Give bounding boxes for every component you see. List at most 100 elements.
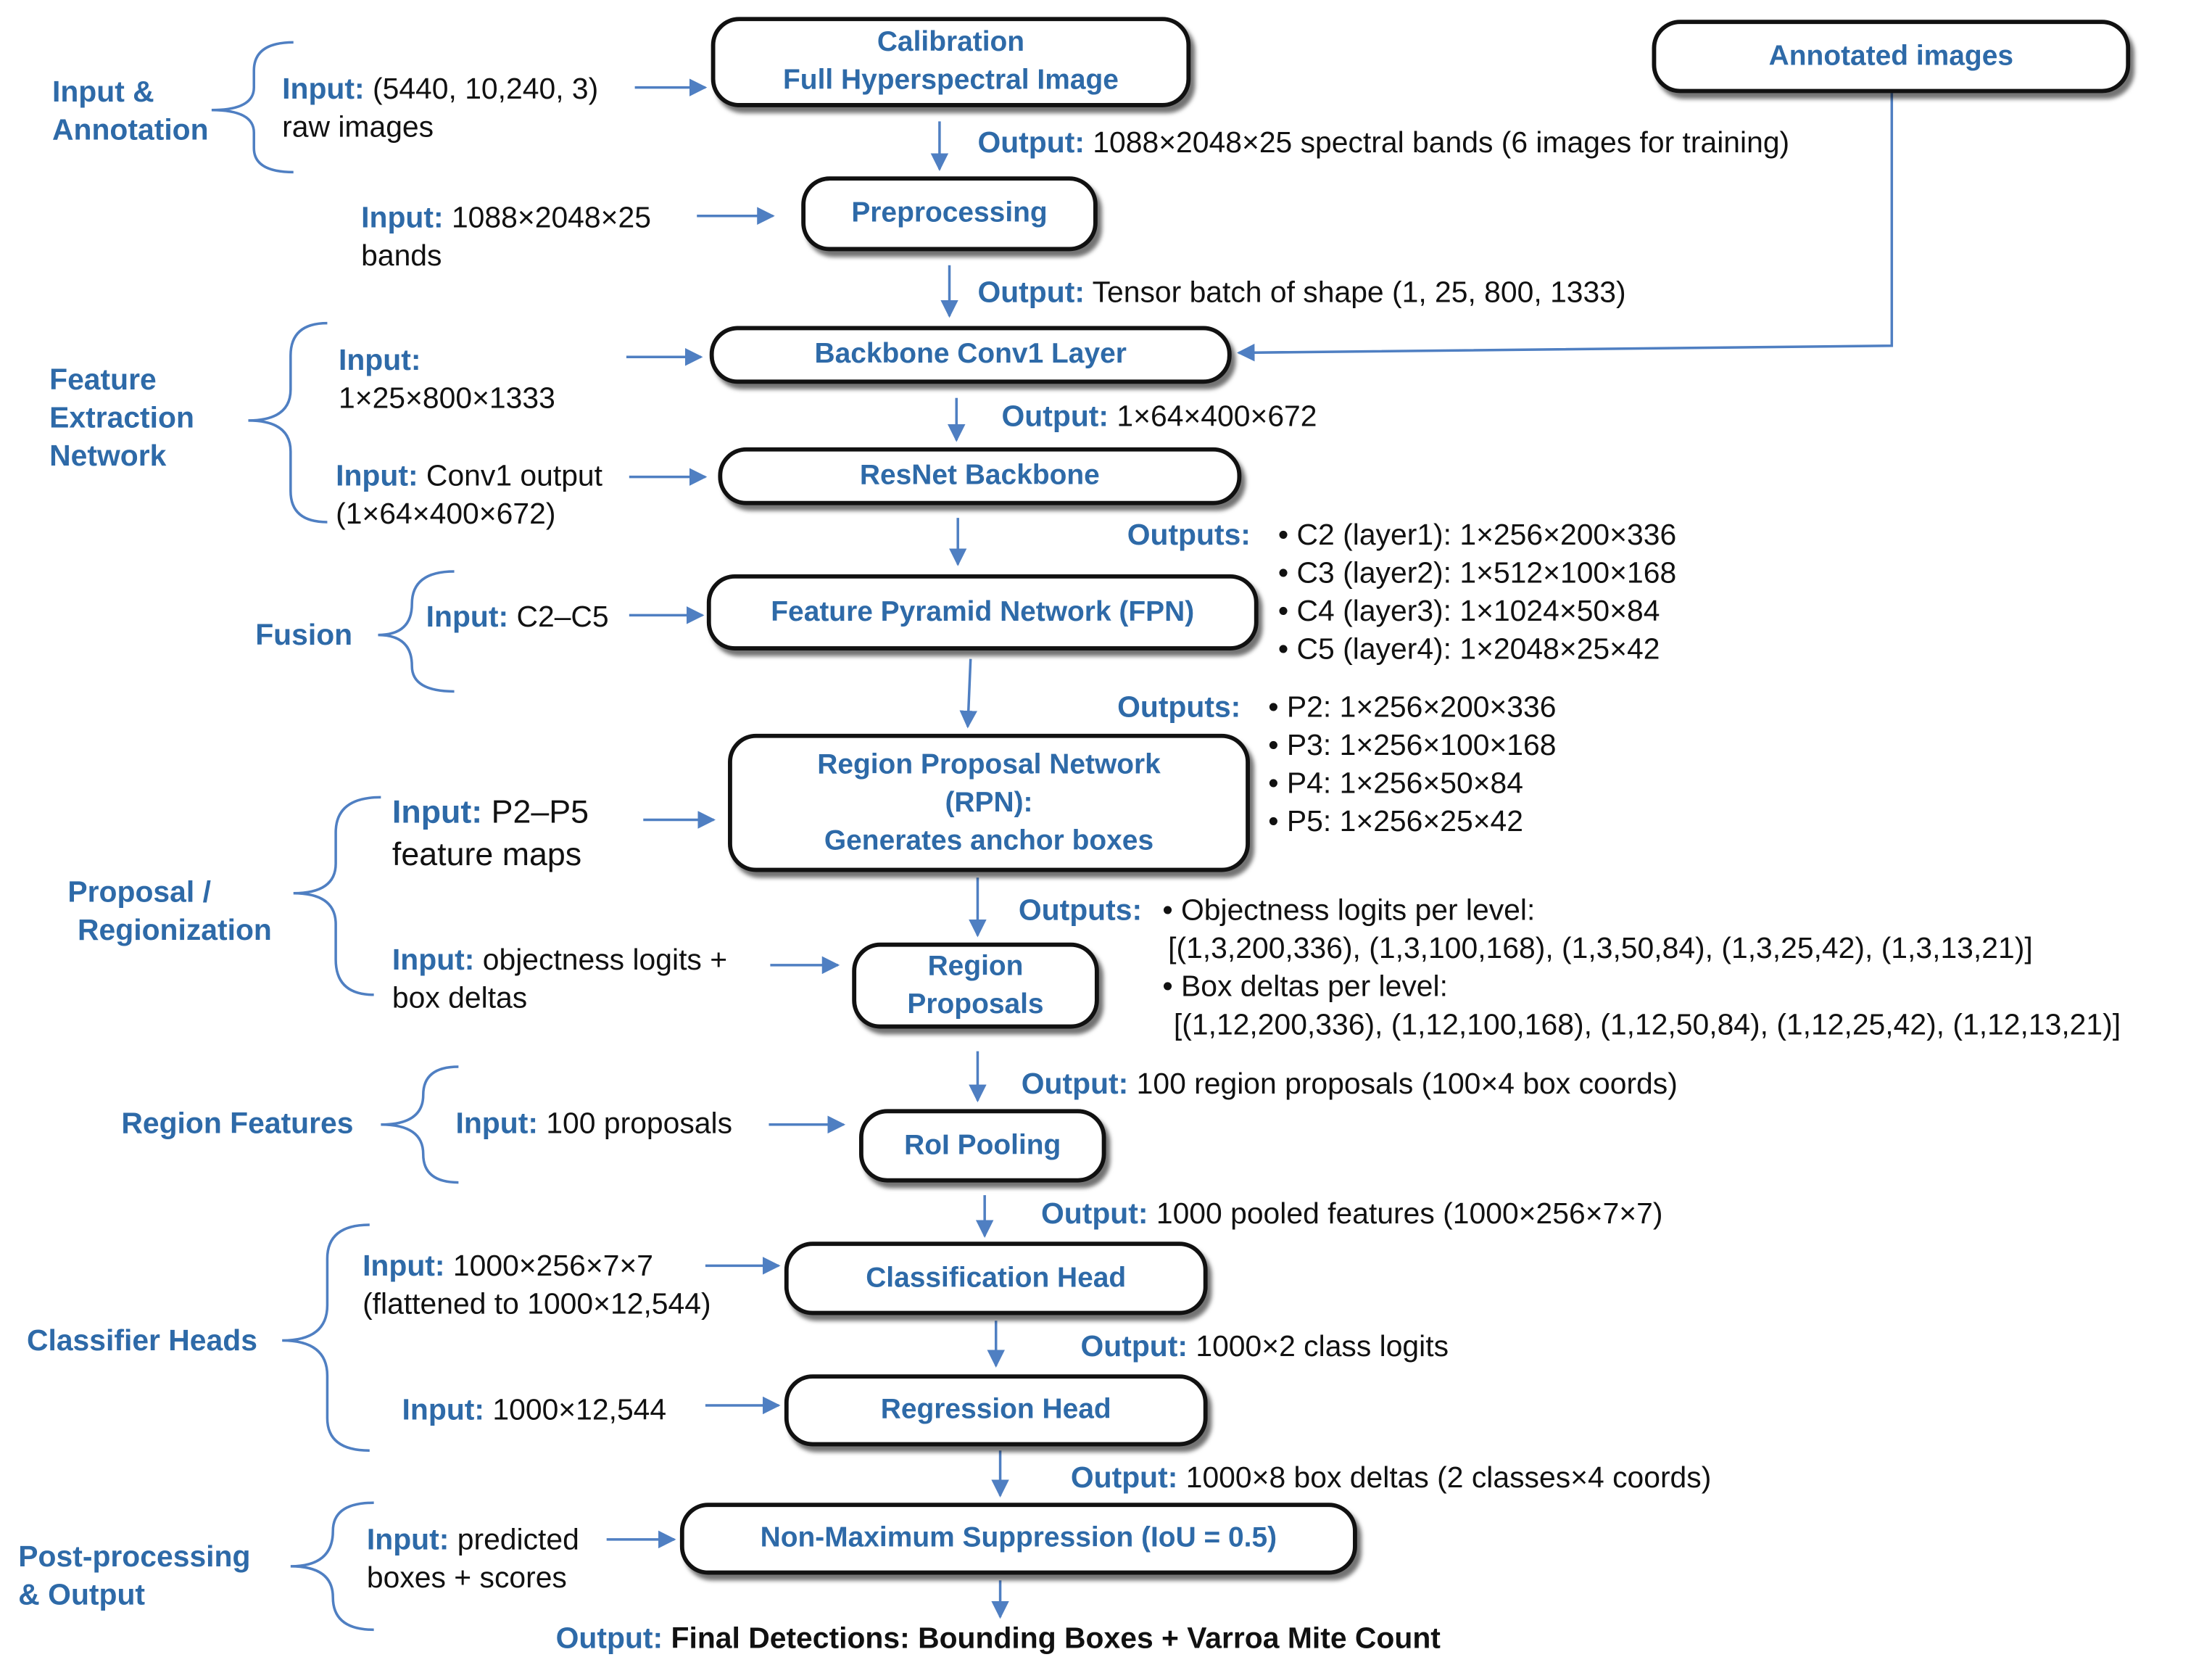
output-classification-value: 1000×2 class logits — [1196, 1330, 1449, 1363]
arrow-annotated-to-conv1 — [1236, 93, 1894, 362]
regression-head-box: Regression Head — [784, 1374, 1208, 1447]
input-preprocessing-value: 1088×2048×25 — [451, 202, 651, 235]
output-keyword: Output: — [977, 276, 1085, 310]
stage-classifier-heads-label: Classifier Heads — [26, 1325, 257, 1358]
input-nms: Input: predicted boxes + scores — [367, 1521, 579, 1598]
bracket-proposal — [293, 796, 381, 996]
output-roi-value: 1000 pooled features (1000×256×7×7) — [1156, 1197, 1663, 1231]
classification-head-label: Classification Head — [866, 1262, 1127, 1294]
output-c3: • C3 (layer2): 1×512×100×168 — [1277, 557, 1677, 590]
backbone-conv1-label: Backbone Conv1 Layer — [814, 338, 1127, 370]
input-keyword: Input: — [426, 600, 509, 634]
outputs-resnet-keyword: Outputs: — [1127, 516, 1251, 555]
regression-head-label: Regression Head — [880, 1394, 1111, 1426]
output-final-value: Final Detections: Bounding Boxes + Varro… — [671, 1622, 1441, 1656]
outputs-keyword: Outputs: — [1018, 894, 1143, 927]
input-rpn-line-2: feature maps — [392, 835, 582, 872]
input-classification-value: 1000×256×7×7 — [452, 1249, 654, 1283]
fpn-label: Feature Pyramid Network (FPN) — [771, 596, 1195, 627]
input-keyword: Input: — [361, 202, 444, 235]
stage-input-annotation-line-2: Annotation — [51, 114, 209, 147]
rpn-label-line-1: Region Proposal Network — [817, 748, 1161, 780]
classification-head-box: Classification Head — [784, 1241, 1208, 1315]
backbone-conv1-box: Backbone Conv1 Layer — [709, 326, 1232, 384]
input-keyword: Input: — [363, 1249, 445, 1283]
input-regression-value: 1000×12,544 — [492, 1394, 667, 1427]
stage-feature-extraction-line-3: Network — [49, 440, 167, 473]
output-final: Output: Final Detections: Bounding Boxes… — [556, 1620, 1441, 1658]
region-proposals-box: Region Proposals — [852, 942, 1099, 1029]
output-box-deltas-heading: • Box deltas per level: — [1162, 970, 1448, 1004]
output-p5: • P5: 1×256×25×42 — [1268, 806, 1524, 838]
input-keyword: Input: — [392, 793, 483, 830]
input-region-proposals-line-2: box deltas — [392, 982, 528, 1015]
input-conv1: Input: 1×25×800×1333 — [339, 342, 555, 418]
calibration-box-line-2: Full Hyperspectral Image — [783, 65, 1119, 96]
stage-region-features: Region Features — [121, 1105, 353, 1144]
input-calibration: Input: (5440, 10,240, 3) raw images — [282, 70, 598, 146]
output-conv1-value: 1×64×400×672 — [1117, 400, 1317, 434]
preprocessing-label: Preprocessing — [851, 197, 1048, 229]
bracket-input-annotation — [211, 41, 294, 174]
input-preprocessing-line-2: bands — [361, 239, 442, 273]
resnet-backbone-box: ResNet Backbone — [718, 447, 1242, 505]
calibration-box-line-1: Calibration — [877, 26, 1025, 58]
input-keyword: Input: — [392, 943, 475, 977]
output-keyword: Output: — [1001, 400, 1109, 434]
annotated-images-box: Annotated images — [1652, 20, 2131, 94]
input-conv1-line-2: 1×25×800×1333 — [338, 382, 555, 416]
input-resnet-value: Conv1 output — [426, 460, 603, 493]
nms-label: Non-Maximum Suppression (IoU = 0.5) — [760, 1522, 1277, 1554]
input-roi: Input: 100 proposals — [455, 1105, 732, 1144]
stage-fusion: Fusion — [255, 616, 352, 655]
output-keyword: Output: — [1021, 1067, 1129, 1101]
outputs-keyword: Outputs: — [1127, 519, 1251, 552]
input-classification: Input: 1000×256×7×7 (flattened to 1000×1… — [363, 1247, 711, 1323]
preprocessing-box: Preprocessing — [801, 176, 1098, 252]
stage-proposal-line-1: Proposal / — [67, 876, 211, 909]
input-keyword: Input: — [366, 1524, 450, 1557]
stage-feature-extraction-line-1: Feature — [49, 364, 157, 397]
input-resnet: Input: Conv1 output (1×64×400×672) — [336, 457, 602, 533]
output-box-deltas-shapes: [(1,12,200,336), (1,12,100,168), (1,12,5… — [1173, 1009, 2121, 1042]
output-preprocessing-value: Tensor batch of shape (1, 25, 800, 1333) — [1092, 276, 1626, 310]
rpn-box: Region Proposal Network (RPN): Generates… — [728, 733, 1250, 872]
stage-proposal: Proposal / Regionization — [67, 873, 272, 949]
input-fpn-value: C2–C5 — [516, 600, 609, 634]
input-keyword: Input: — [282, 73, 365, 106]
stage-region-features-label: Region Features — [121, 1107, 354, 1141]
resnet-backbone-label: ResNet Backbone — [859, 460, 1100, 492]
outputs-resnet-list: • C2 (layer1): 1×256×200×336 • C3 (layer… — [1278, 516, 1676, 669]
arrow-fpn-to-rpn — [959, 658, 977, 729]
stage-proposal-line-2: Regionization — [78, 914, 272, 947]
input-roi-value: 100 proposals — [546, 1107, 733, 1141]
outputs-fpn-list: • P2: 1×256×200×336 • P3: 1×256×100×168 … — [1268, 689, 1556, 841]
output-objectness-heading: • Objectness logits per level: — [1162, 894, 1536, 927]
input-calibration-value: (5440, 10,240, 3) — [372, 73, 599, 106]
input-regression: Input: 1000×12,544 — [402, 1392, 667, 1430]
output-c5: • C5 (layer4): 1×2048×25×42 — [1277, 633, 1660, 666]
output-c2: • C2 (layer1): 1×256×200×336 — [1277, 519, 1677, 552]
annotated-images-label: Annotated images — [1768, 40, 2013, 72]
output-region-proposals: Output: 100 region proposals (100×4 box … — [1022, 1065, 1678, 1104]
stage-post-processing-line-1: Post-processing — [18, 1540, 251, 1574]
bracket-fusion — [378, 570, 455, 693]
output-keyword: Output: — [555, 1622, 663, 1656]
output-keyword: Output: — [1041, 1197, 1148, 1231]
stage-input-annotation: Input & Annotation — [52, 73, 209, 149]
output-p4: • P4: 1×256×50×84 — [1268, 767, 1524, 801]
region-proposals-line-1: Region — [927, 950, 1024, 982]
input-region-proposals: Input: objectness logits + box deltas — [392, 941, 727, 1017]
output-keyword: Output: — [977, 127, 1085, 160]
rpn-label-line-3: Generates anchor boxes — [824, 825, 1154, 856]
calibration-box: Calibration Full Hyperspectral Image — [711, 17, 1191, 107]
output-regression-value: 1000×8 box deltas (2 classes×4 coords) — [1185, 1461, 1712, 1495]
input-keyword: Input: — [338, 344, 421, 377]
input-keyword: Input: — [455, 1107, 538, 1141]
fpn-box: Feature Pyramid Network (FPN) — [706, 574, 1259, 651]
input-calibration-line-2: raw images — [282, 111, 434, 144]
nms-box: Non-Maximum Suppression (IoU = 0.5) — [679, 1503, 1357, 1575]
input-keyword: Input: — [402, 1394, 485, 1427]
output-roi: Output: 1000 pooled features (1000×256×7… — [1041, 1195, 1663, 1234]
